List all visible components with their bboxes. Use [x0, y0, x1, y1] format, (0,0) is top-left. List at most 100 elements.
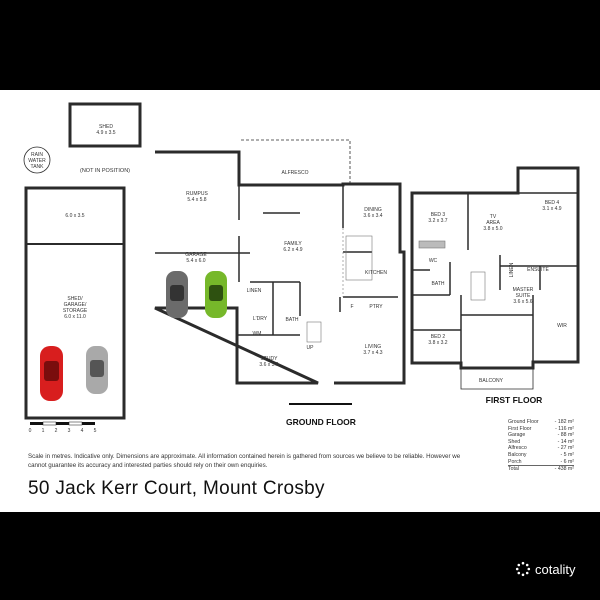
bed4-label: BED 4 — [545, 200, 560, 206]
not-in-position-label: (NOT IN POSITION) — [80, 168, 130, 174]
ground-floor-outline — [154, 150, 406, 385]
area-row: Balcony- 5 m² — [508, 452, 574, 459]
laundry-label: L'DRY — [253, 316, 268, 322]
rumpus-label: RUMPUS — [186, 191, 208, 197]
ensuite-label: ENSUITE — [527, 267, 549, 273]
area-row: Garage- 88 m² — [508, 432, 574, 439]
bed2-label: BED 2 — [431, 334, 446, 340]
rain-tank-label-3: TANK — [31, 164, 45, 170]
area-label: First Floor — [508, 425, 532, 432]
family-dim: 6.2 x 4.9 — [283, 247, 302, 253]
shed-garage-label-2: GARAGE/ — [64, 302, 87, 308]
first-floor-title: FIRST FLOOR — [486, 395, 543, 405]
area-row: Alfresco - 27 m² — [508, 445, 574, 452]
master-label: MASTER — [513, 287, 534, 293]
first-floor-inner-walls — [412, 168, 578, 363]
rumpus-dim: 5.4 x 5.8 — [187, 197, 206, 203]
room-labels: SHED 4.9 x 3.5 RAIN WATER TANK (NOT IN P… — [28, 124, 567, 384]
up-stair-label: UP — [307, 345, 315, 351]
master-label-2: SUITE — [516, 293, 531, 299]
area-label: Shed — [508, 438, 521, 445]
bath-ff-label: BATH — [432, 281, 445, 287]
red-car-icon — [40, 346, 63, 401]
linen-ff-label: LINEN — [509, 262, 515, 277]
family-label: FAMILY — [284, 241, 302, 247]
living-label: LIVING — [365, 344, 382, 350]
washing-machine-label: WM — [253, 331, 262, 337]
disclaimer-text: Scale in metres. Indicative only. Dimens… — [28, 453, 461, 469]
alfresco-label: ALFRESCO — [282, 170, 309, 176]
walls — [23, 102, 580, 420]
shed-outline — [68, 102, 142, 148]
area-value: - 182 m² — [554, 419, 574, 425]
property-address: 50 Jack Kerr Court, Mount Crosby — [28, 478, 325, 499]
study-dim: 3.6 x 3.0 — [259, 362, 278, 368]
grey-car-garage-icon — [166, 271, 188, 318]
linen-gf-label: LINEN — [247, 288, 262, 294]
brand: cotality — [515, 561, 575, 577]
study-label: STUDY — [261, 356, 279, 362]
rain-tank-label-2: WATER — [28, 158, 46, 164]
cotality-logo-icon — [515, 561, 531, 577]
fixture-lines — [306, 228, 486, 343]
area-label: Ground Floor — [508, 419, 539, 425]
balcony-outline — [460, 368, 534, 390]
scale-tick-5: 5 — [94, 428, 97, 434]
area-label: Balcony — [508, 451, 527, 458]
cars — [40, 271, 227, 401]
area-total-row: Total- 438 m² — [508, 465, 574, 473]
dining-dim: 3.6 x 3.4 — [363, 213, 382, 219]
area-value: - 14 m² — [557, 438, 574, 445]
master-dim: 3.6 x 5.6 — [513, 299, 532, 305]
ground-floor-title: GROUND FLOOR — [286, 417, 356, 427]
scale-tick-1: 1 — [42, 428, 45, 434]
living-dim: 3.7 x 4.3 — [363, 350, 382, 356]
shed-garage-label-1: SHED/ — [67, 296, 83, 302]
balcony-label: BALCONY — [479, 378, 504, 384]
green-car-icon — [205, 271, 227, 318]
bed4-dim: 3.1 x 4.9 — [542, 206, 561, 212]
garage-dim: 5.4 x 6.0 — [186, 258, 205, 264]
bed3-label: BED 3 — [431, 212, 446, 218]
scale-bar: 0 1 2 3 4 5 — [29, 421, 97, 434]
floor-plan-sheet: 0 1 2 3 4 5 — [0, 90, 600, 512]
area-value: - 116 m² — [555, 425, 574, 432]
wc-label: WC — [429, 258, 438, 264]
area-label: Garage — [508, 432, 526, 439]
grey-car-left-icon — [86, 346, 108, 394]
rain-water-tank — [23, 146, 51, 174]
rain-tank-label-1: RAIN — [31, 152, 43, 158]
ground-floor-inner-walls — [155, 184, 398, 336]
area-row: Shed - 14 m² — [508, 439, 574, 446]
area-summary: Ground Floor - 182 m² First Floor - 116 m²… — [508, 419, 574, 473]
bed3-dim: 3.2 x 3.7 — [428, 218, 447, 224]
shed-garage-label-3: STORAGE — [63, 308, 88, 314]
brand-name: cotality — [535, 561, 576, 577]
shed-top-label: SHED — [99, 124, 113, 130]
shed-top-dim: 4.9 x 3.5 — [96, 130, 115, 136]
scale-tick-0: 0 — [29, 428, 32, 434]
alfresco-outline — [241, 139, 351, 184]
area-value: - 27 m² — [557, 445, 574, 452]
area-total-label: Total — [508, 466, 519, 473]
yard-dim: 6.0 x 3.5 — [65, 213, 84, 219]
scale-tick-4: 4 — [81, 428, 84, 434]
area-label: Alfresco — [508, 445, 527, 452]
garage-label: GARAGE — [185, 252, 207, 258]
bed2-dim: 3.8 x 3.2 — [428, 340, 447, 346]
tv-area-label: TV — [490, 214, 497, 220]
tv-unit — [418, 240, 446, 249]
area-label: Porch — [508, 458, 522, 465]
wir-label: WIR — [557, 323, 567, 329]
scale-tick-3: 3 — [68, 428, 71, 434]
bath-gf-label: BATH — [286, 317, 299, 323]
kitchen-label: KITCHEN — [365, 270, 387, 276]
tv-area-label-2: AREA — [486, 220, 500, 226]
area-row: Ground Floor - 182 m² — [508, 419, 574, 426]
area-row: Porch- 6 m² — [508, 459, 574, 466]
tv-area-dim: 3.8 x 5.0 — [483, 226, 502, 232]
first-floor-stair — [470, 271, 486, 301]
shed-garage-dim: 6.0 x 11.0 — [64, 314, 86, 320]
kitchen-bench — [345, 235, 373, 281]
